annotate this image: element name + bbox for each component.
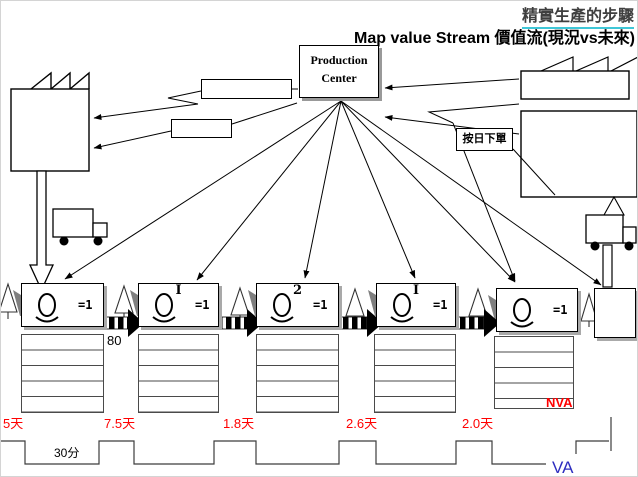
nva-time-4: 2.6天 — [346, 416, 378, 431]
production-center-box: Production Center — [299, 45, 379, 98]
nva-time-3: 1.8天 — [223, 416, 255, 431]
operator-count: =1 — [553, 303, 568, 317]
process-4-tag: I — [412, 283, 420, 298]
info-label-rect-1 — [201, 79, 292, 99]
customer-box — [520, 110, 637, 198]
operator-icon — [35, 293, 59, 323]
info-label-rect-2 — [171, 119, 232, 138]
operator-count: =1 — [195, 298, 210, 312]
nva-label: NVA — [546, 395, 573, 410]
truck-icon-right — [585, 195, 637, 288]
process-box-4: I =1 — [376, 283, 456, 327]
customer-factory-icon — [520, 56, 637, 100]
supplier-factory-icon — [10, 71, 90, 172]
va-label: VA — [552, 458, 574, 477]
process-3-tag: 2 — [292, 283, 303, 298]
process-box-3: 2 =1 — [256, 283, 339, 327]
operator-icon — [270, 293, 294, 323]
process-box-2: I =1 — [138, 283, 219, 327]
operator-icon — [510, 298, 534, 328]
data-table-2 — [138, 334, 219, 413]
nva-time-1: 5天 — [3, 416, 24, 431]
data-table-1 — [21, 334, 104, 413]
page-title: 精實生產的步驟 — [521, 2, 634, 29]
operator-count: =1 — [433, 298, 448, 312]
page-subtitle: Map value Stream 價值流(現況vs未來) — [354, 30, 635, 47]
info-flow-customer-to-pc — [384, 78, 556, 282]
daily-order-box: 按日下單 — [456, 128, 513, 151]
nva-time-5: 2.0天 — [462, 416, 494, 431]
inventory-qty-label: 80 — [107, 333, 122, 348]
operator-icon — [390, 293, 414, 323]
process-2-tag: I — [175, 283, 182, 298]
truck-icon-left — [52, 208, 108, 246]
operator-count: =1 — [78, 298, 93, 312]
operator-icon — [152, 293, 176, 323]
process-box-1: =1 — [21, 283, 104, 327]
timeline-line — [1, 417, 612, 465]
operator-count: =1 — [313, 298, 328, 312]
process-box-5: =1 — [496, 288, 578, 332]
nva-time-2: 7.5天 — [104, 416, 136, 431]
data-table-4 — [374, 334, 456, 413]
schedule-arrows — [64, 100, 602, 286]
production-center-line1: Production — [310, 53, 368, 67]
va-time-label: 30分 — [54, 446, 80, 460]
data-table-3 — [256, 334, 339, 413]
shipping-box — [594, 288, 636, 338]
data-table-5 — [494, 336, 574, 409]
production-center-line2: Center — [321, 71, 357, 85]
material-down-arrow — [28, 170, 55, 292]
